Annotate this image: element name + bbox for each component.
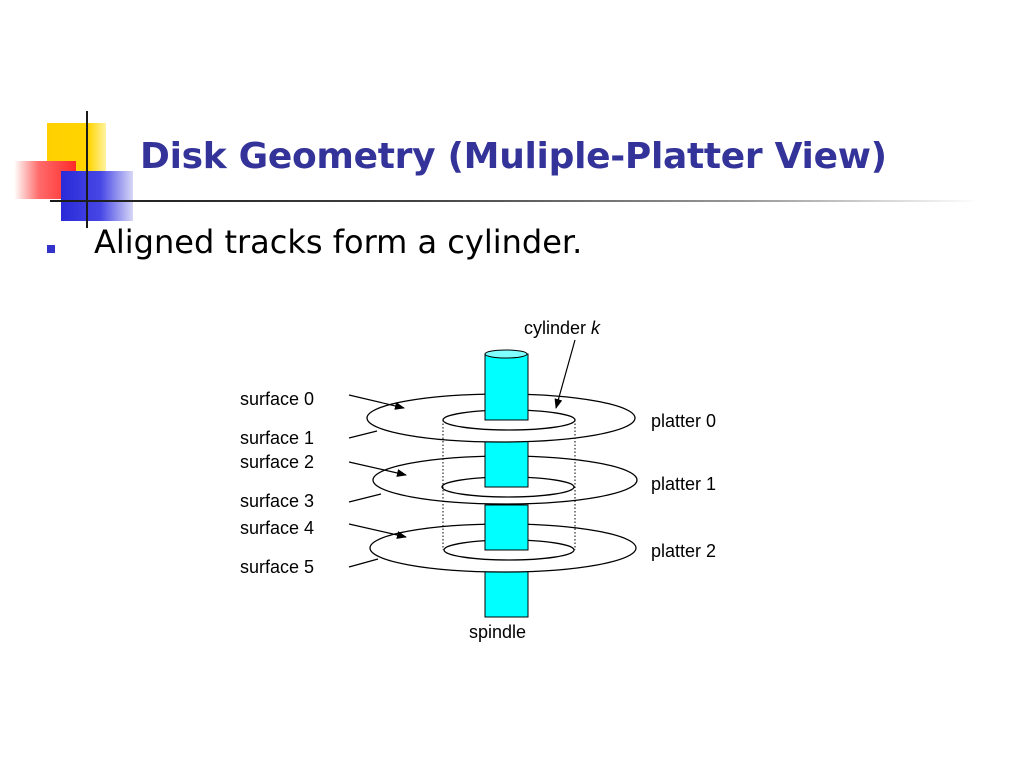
surface-4-arrow <box>348 523 407 539</box>
bullet-marker-icon <box>47 245 55 253</box>
bullet-text: Aligned tracks form a cylinder. <box>94 223 583 261</box>
spindle-label: spindle <box>469 622 526 642</box>
spindle-segment-1 <box>484 440 529 488</box>
surface-2-arrow <box>348 461 407 477</box>
title-ornament-blue-square <box>61 171 133 221</box>
title-ornament-vertical-line <box>86 111 88 228</box>
platter-0-label: platter 0 <box>651 411 716 431</box>
cylinder-k-label: cylinder k <box>524 318 601 338</box>
surface-3-label: surface 3 <box>240 491 314 511</box>
cylinder-k-arrow <box>554 339 576 409</box>
surface-1-label: surface 1 <box>240 428 314 448</box>
title-underline <box>50 200 980 202</box>
platter-2-label: platter 2 <box>651 541 716 561</box>
slide-title: Disk Geometry (Muliple-Platter View) <box>140 136 887 177</box>
platter-1-label: platter 1 <box>651 474 716 494</box>
surface-4-label: surface 4 <box>240 518 314 538</box>
spindle-segment-top <box>484 353 529 421</box>
surface-0-label: surface 0 <box>240 389 314 409</box>
surface-5-label: surface 5 <box>240 557 314 577</box>
surface-5-leader <box>348 558 379 568</box>
surface-2-label: surface 2 <box>240 452 314 472</box>
surface-1-leader <box>348 430 378 439</box>
spindle-cap <box>484 349 528 359</box>
spindle-segment-2 <box>484 504 529 551</box>
spindle-segment-bottom <box>484 565 529 618</box>
surface-3-leader <box>348 493 382 503</box>
surface-0-arrow <box>348 394 405 410</box>
